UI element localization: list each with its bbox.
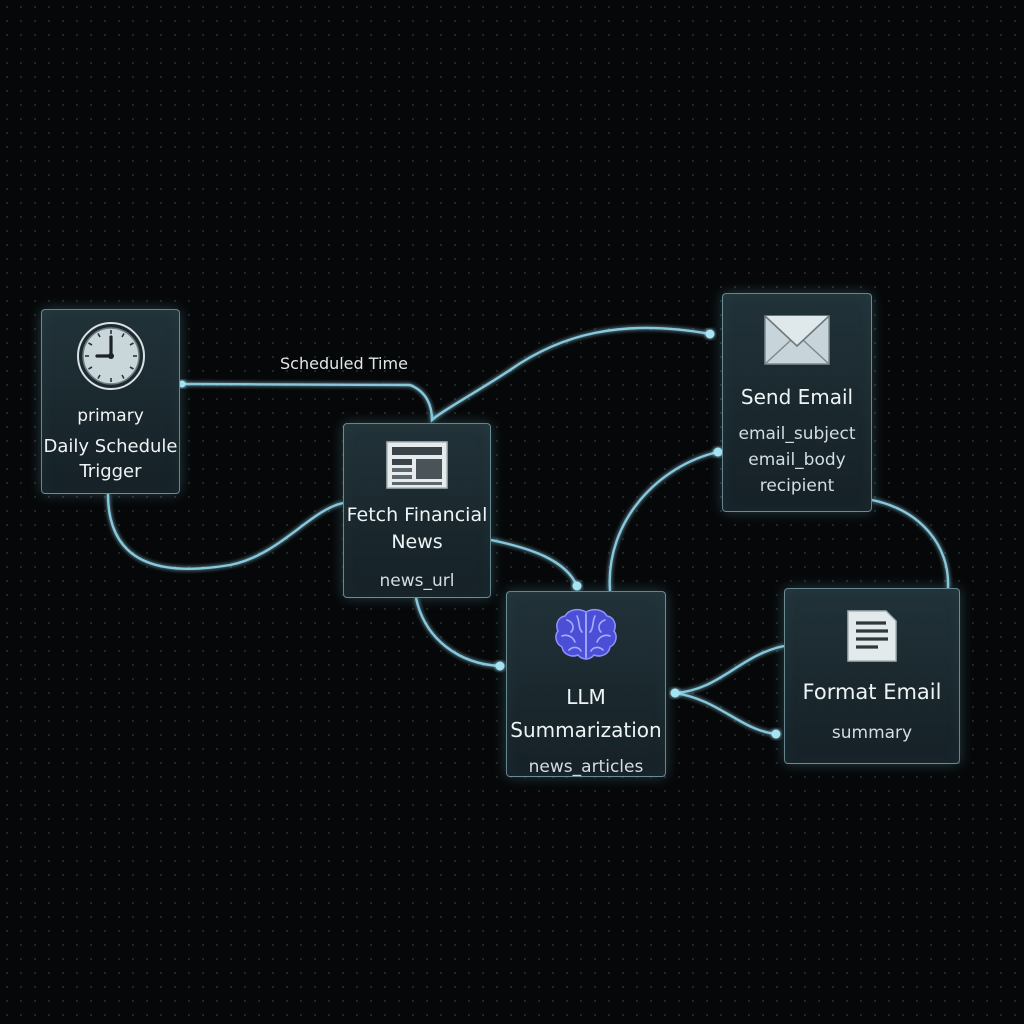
port-send-email-in-top[interactable]	[705, 329, 715, 339]
node-param: email_subject	[738, 424, 856, 444]
node-param: news_articles	[528, 757, 644, 777]
node-param: news_url	[379, 571, 455, 591]
envelope-icon	[764, 315, 830, 365]
edge-fetch-to-llm-left[interactable]	[414, 597, 501, 668]
port-llm-in-left[interactable]	[495, 661, 505, 671]
node-title-line: News	[391, 531, 443, 553]
node-title: Send Email	[740, 385, 854, 409]
node-title-line: Summarization	[510, 718, 662, 742]
node-title: Format Email	[802, 680, 942, 704]
node-param: summary	[831, 723, 913, 743]
node-badge-primary: primary	[77, 406, 144, 426]
edge-fetch-to-llm-top[interactable]	[490, 538, 579, 587]
edge-trigger-to-send-email[interactable]	[181, 326, 711, 423]
node-title-line: Daily Schedule	[43, 436, 178, 457]
node-daily-schedule-trigger[interactable]: primary Daily Schedule Trigger	[41, 309, 180, 494]
port-format-in[interactable]	[771, 729, 781, 739]
port-llm-in-top[interactable]	[572, 581, 582, 591]
node-param: email_body	[748, 450, 846, 470]
edge-llm-to-send-email[interactable]	[608, 450, 719, 592]
edge-send-to-format[interactable]	[871, 498, 950, 589]
brain-icon	[555, 608, 617, 660]
port-send-email-in-left[interactable]	[713, 447, 723, 457]
node-fetch-financial-news[interactable]: Fetch Financial News news_url	[343, 423, 491, 598]
node-title-line: LLM	[566, 685, 606, 709]
edge-llm-to-format-lower[interactable]	[674, 691, 777, 736]
edge-label-scheduled-time: Scheduled Time	[280, 354, 408, 373]
node-llm-summarization[interactable]: LLM Summarization news_articles	[506, 591, 666, 777]
edge-trigger-to-fetch[interactable]	[106, 493, 344, 570]
port-llm-out[interactable]	[670, 688, 680, 698]
node-send-email[interactable]: Send Email email_subject email_body reci…	[722, 293, 872, 512]
port-trigger-out[interactable]	[178, 380, 186, 388]
edge-llm-to-format-upper[interactable]	[674, 644, 785, 695]
newspaper-icon	[386, 441, 448, 489]
document-icon	[847, 610, 897, 662]
node-title-line: Fetch Financial	[346, 504, 488, 526]
node-format-email[interactable]: Format Email summary	[784, 588, 960, 764]
clock-icon	[76, 322, 145, 390]
node-param: recipient	[759, 476, 835, 496]
node-title-line: Trigger	[79, 461, 142, 482]
